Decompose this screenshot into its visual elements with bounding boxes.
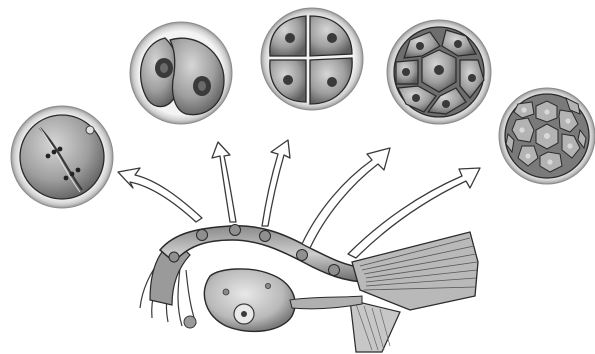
stage-zygote [11,106,113,208]
stage-morula [499,88,595,184]
stage-two-cell [130,22,232,124]
stage-four-cell [261,8,363,110]
arrow-to-stage-2 [212,142,236,222]
uterus-wall [350,232,478,352]
arrow-to-stage-1 [118,168,202,222]
released-ovum [184,316,196,328]
stage-eight-cell [387,20,491,124]
arrow-to-stage-3 [262,140,290,226]
